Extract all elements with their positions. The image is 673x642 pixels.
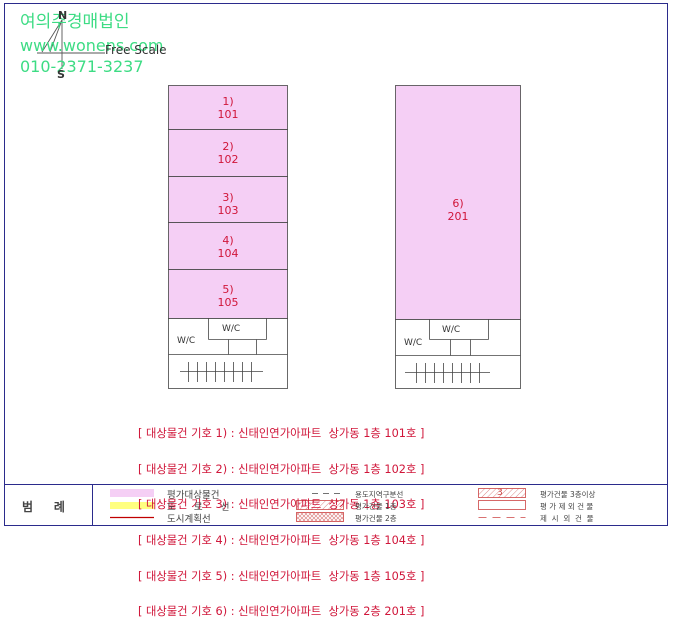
unit-label-201: 6)201 bbox=[447, 197, 469, 223]
outer-frame bbox=[4, 3, 668, 526]
property-item-3: [ 대상물건 기호 3) : 신태인연가아파트 상가동 1층 103호 ] bbox=[138, 498, 425, 512]
legend-swatch-road bbox=[110, 502, 154, 509]
drawing-canvas bbox=[4, 3, 668, 526]
appraisal-diagram: 여의주경매법인 www.wonens.com 010-2371-3237 N S… bbox=[4, 3, 668, 618]
property-item-2: [ 대상물건 기호 2) : 신태인연가아파트 상가동 1층 102호 ] bbox=[138, 462, 425, 476]
property-item-1: [ 대상물건 기호 1) : 신태인연가아파트 상가동 1층 101호 ] bbox=[138, 426, 425, 440]
wc-label-left-lower: W/C bbox=[177, 336, 196, 346]
legend-label-unpresented: 제 시 외 건 물 bbox=[540, 514, 594, 523]
legend-label-zoning: 용도지역구분선 bbox=[355, 490, 404, 499]
property-item-6: [ 대상물건 기호 6) : 신태인연가아파트 상가동 2층 201호 ] bbox=[138, 605, 425, 619]
property-item-4: [ 대상물건 기호 4) : 신태인연가아파트 상가동 1층 104호 ] bbox=[138, 533, 425, 547]
legend-swatch-floor1 bbox=[296, 500, 344, 510]
stairs-right bbox=[405, 363, 490, 383]
legend-label-planning: 도시계획선 bbox=[167, 514, 211, 525]
building-right bbox=[395, 85, 521, 389]
legend-label-target: 평가대상물건 bbox=[167, 490, 220, 501]
watermark-phone: 010-2371-3237 bbox=[20, 57, 144, 76]
compass-south-label: S bbox=[57, 68, 65, 81]
unit-201 bbox=[395, 85, 521, 320]
unit-label-102: 2)102 bbox=[217, 140, 239, 166]
legend-floor3-symbol: 3 bbox=[497, 488, 503, 498]
watermark-url: www.wonens.com bbox=[20, 36, 164, 55]
compass-arrow bbox=[37, 19, 105, 69]
compass-north-label: N bbox=[58, 9, 68, 22]
legend-title: 범 례 bbox=[22, 500, 65, 514]
legend-swatch-floor3 bbox=[478, 488, 526, 498]
legend-swatch-target bbox=[110, 489, 154, 497]
stairs-left bbox=[180, 362, 263, 382]
legend-swatch-floor2 bbox=[296, 512, 344, 522]
legend-label-excluded: 평 가 제 외 건 물 bbox=[540, 502, 594, 511]
unit-label-104: 4)104 bbox=[217, 234, 239, 260]
watermark-company: 여의주경매법인 bbox=[20, 12, 130, 32]
legend-label-floor1: 평가건물 1층 bbox=[355, 502, 397, 511]
property-item-5: [ 대상물건 기호 5) : 신태인연가아파트 상가동 1층 105호 ] bbox=[138, 569, 425, 583]
unit-label-101: 1)101 bbox=[217, 95, 239, 121]
unit-label-103: 3)103 bbox=[217, 191, 239, 217]
legend-label-floor3: 평가건물 3층이상 bbox=[540, 490, 596, 499]
legend-label-road: 도 로 선 bbox=[167, 502, 230, 513]
wc-label-right-upper: W/C bbox=[442, 325, 461, 335]
legend-swatch-excluded bbox=[478, 500, 526, 510]
wc-label-left-upper: W/C bbox=[222, 324, 241, 334]
wc-label-right-lower: W/C bbox=[404, 338, 423, 348]
unit-101 bbox=[168, 85, 288, 130]
legend-label-floor2: 평가건물 2층 bbox=[355, 514, 397, 523]
legend-symbols bbox=[110, 488, 526, 522]
unit-102 bbox=[168, 129, 288, 177]
scale-label: Free Scale bbox=[105, 43, 167, 57]
building-left bbox=[168, 85, 288, 389]
unit-label-105: 5)105 bbox=[217, 283, 239, 309]
